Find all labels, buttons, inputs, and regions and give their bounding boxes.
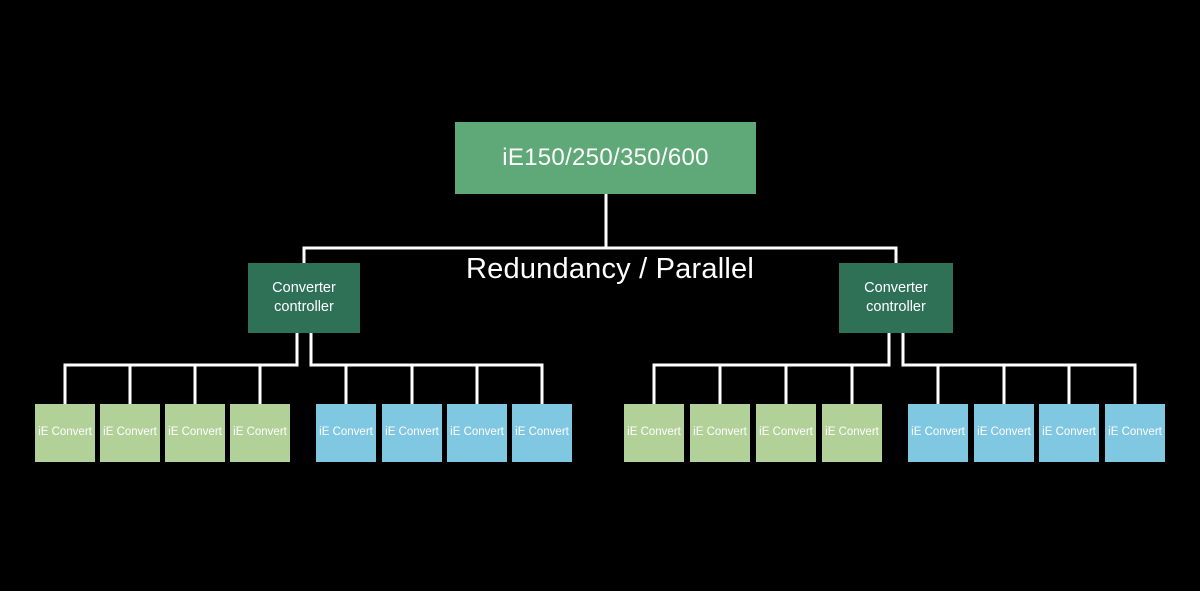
converter-node: iE Convert: [690, 404, 750, 462]
converter-node: iE Convert: [512, 404, 572, 462]
converter-node: iE Convert: [1039, 404, 1099, 462]
converter-node: iE Convert: [974, 404, 1034, 462]
converter-node: iE Convert: [1105, 404, 1165, 462]
converter-node: iE Convert: [382, 404, 442, 462]
converter-node: iE Convert: [35, 404, 95, 462]
redundancy-parallel-label: Redundancy / Parallel: [466, 253, 754, 285]
controller-node-left: Converter controller: [248, 263, 360, 333]
converter-node: iE Convert: [165, 404, 225, 462]
converter-node: iE Convert: [100, 404, 160, 462]
converter-node: iE Convert: [624, 404, 684, 462]
converter-node: iE Convert: [756, 404, 816, 462]
converter-node: iE Convert: [822, 404, 882, 462]
converter-node: iE Convert: [316, 404, 376, 462]
converter-node: iE Convert: [230, 404, 290, 462]
converter-node: iE Convert: [908, 404, 968, 462]
converter-node: iE Convert: [447, 404, 507, 462]
root-node: iE150/250/350/600: [455, 122, 756, 194]
controller-node-right: Converter controller: [839, 263, 953, 333]
